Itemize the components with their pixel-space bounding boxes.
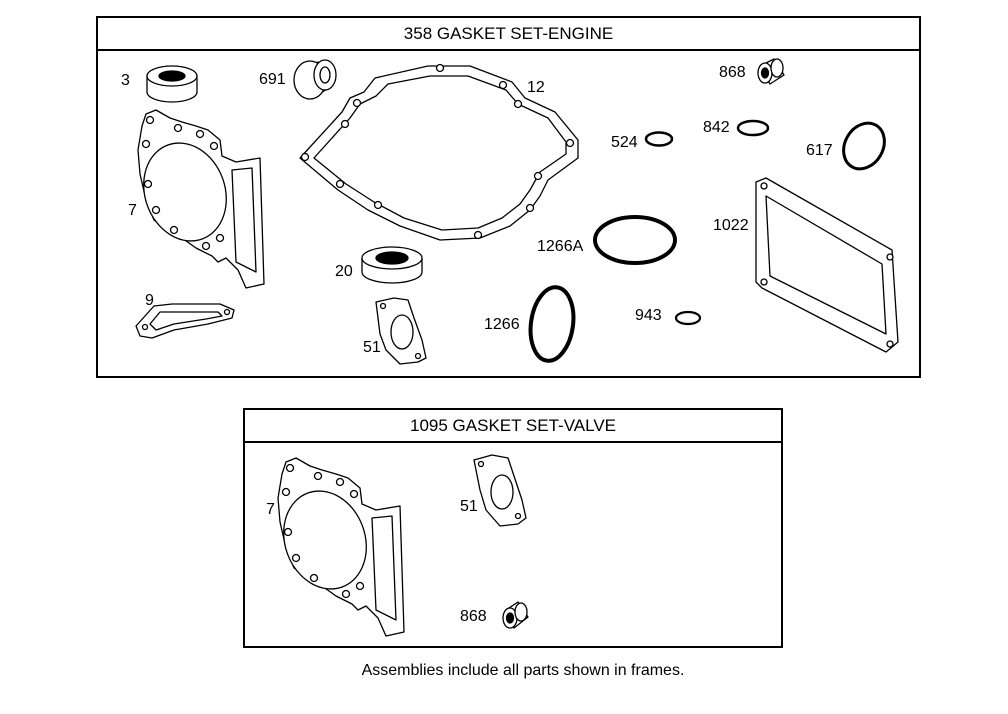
part-20-oil-seal xyxy=(361,246,423,284)
part-691-oil-seal xyxy=(293,59,337,100)
callout-1266a: 1266A xyxy=(537,238,584,255)
part-868-valve-seal xyxy=(757,58,785,85)
part-1266a-o-ring xyxy=(593,215,677,265)
valve-callout-7: 7 xyxy=(266,501,275,518)
callout-12: 12 xyxy=(527,79,545,96)
part-943-ring xyxy=(674,310,702,326)
valve-part-7-head-gasket xyxy=(277,457,405,637)
valve-part-51-intake-gasket xyxy=(473,454,527,527)
part-524-ring xyxy=(644,131,674,147)
callout-1266: 1266 xyxy=(484,316,520,333)
assemblies-footnote: Assemblies include all parts shown in fr… xyxy=(361,662,685,679)
part-9-breather-gasket xyxy=(135,303,235,339)
callout-1022: 1022 xyxy=(713,217,749,234)
callout-20: 20 xyxy=(335,263,353,280)
valve-callout-51: 51 xyxy=(460,498,478,515)
callout-3: 3 xyxy=(121,72,130,89)
part-617-o-ring xyxy=(842,121,886,171)
callout-691: 691 xyxy=(259,71,286,88)
part-7-head-gasket xyxy=(137,109,265,289)
callout-617: 617 xyxy=(806,142,833,159)
part-842-ring xyxy=(736,119,770,137)
callout-842: 842 xyxy=(703,119,730,136)
valve-gasket-set-title: 1095 GASKET SET-VALVE xyxy=(245,410,781,443)
valve-part-868-valve-seal xyxy=(502,601,529,629)
part-51-intake-gasket xyxy=(375,297,427,365)
callout-868: 868 xyxy=(719,64,746,81)
part-3-oil-seal xyxy=(146,65,198,103)
valve-callout-868: 868 xyxy=(460,608,487,625)
callout-9: 9 xyxy=(145,292,154,309)
part-12-crankcase-gasket xyxy=(299,63,579,241)
callout-524: 524 xyxy=(611,134,638,151)
part-1022-rocker-cover-gasket xyxy=(755,177,899,353)
callout-7: 7 xyxy=(128,202,137,219)
engine-gasket-set-title: 358 GASKET SET-ENGINE xyxy=(98,18,919,51)
part-1266-o-ring xyxy=(528,285,576,363)
callout-943: 943 xyxy=(635,307,662,324)
callout-51: 51 xyxy=(363,339,381,356)
